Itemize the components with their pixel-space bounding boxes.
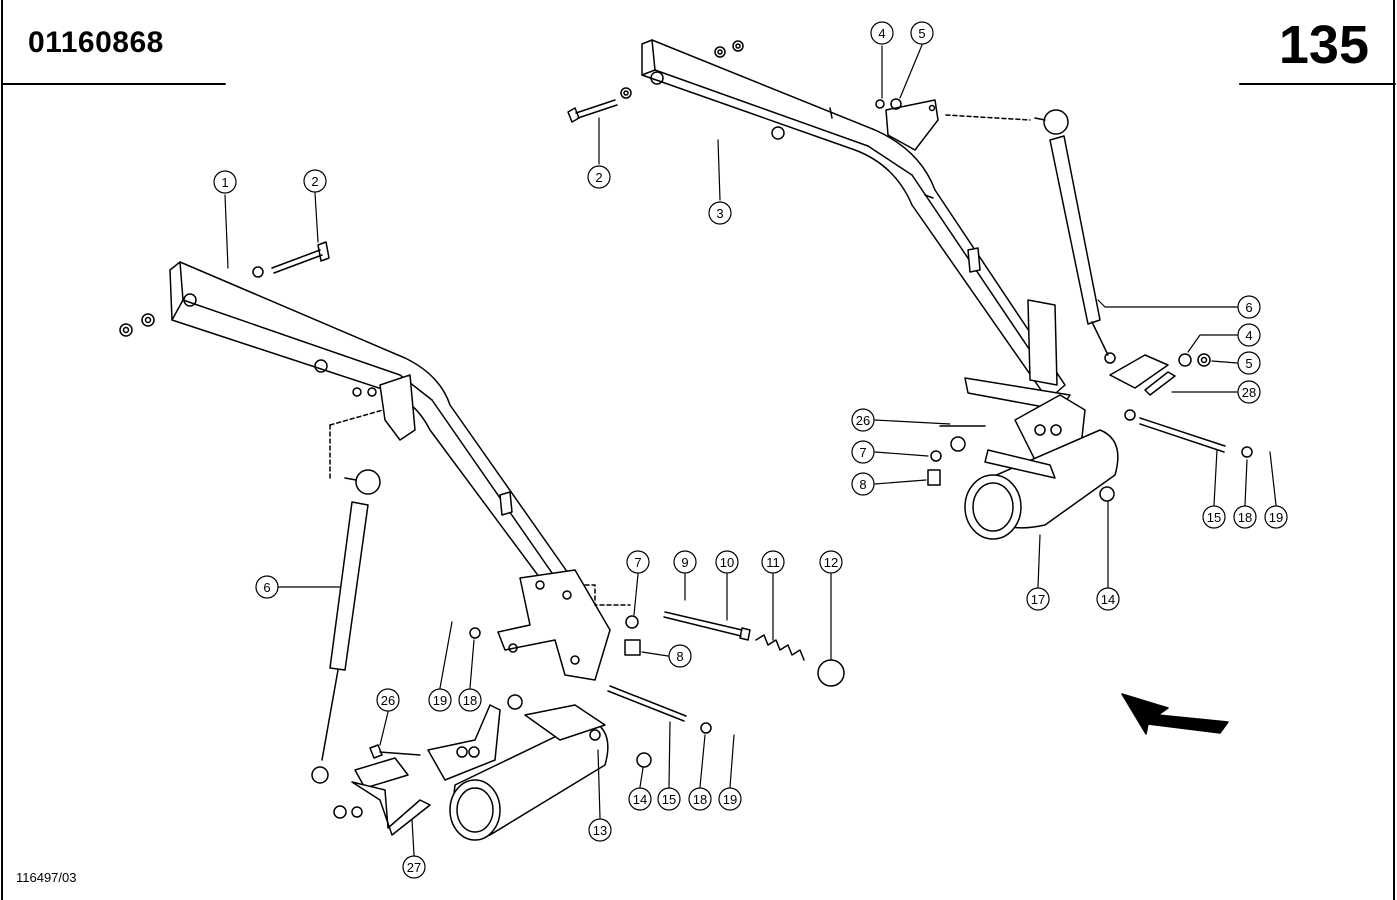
svg-text:15: 15 bbox=[662, 792, 676, 807]
callout-1: 1 bbox=[213, 170, 237, 194]
callout-2: 2 bbox=[303, 169, 327, 193]
svg-text:18: 18 bbox=[463, 693, 477, 708]
callout-27: 27 bbox=[402, 855, 426, 879]
svg-text:19: 19 bbox=[723, 792, 737, 807]
callout-3: 3 bbox=[708, 201, 732, 225]
callout-8: 8 bbox=[668, 644, 692, 668]
svg-text:27: 27 bbox=[407, 860, 421, 875]
svg-text:1: 1 bbox=[221, 175, 228, 190]
svg-text:7: 7 bbox=[859, 445, 866, 460]
callout-7: 7 bbox=[626, 550, 650, 574]
document-code: 116497/03 bbox=[16, 870, 77, 885]
svg-text:4: 4 bbox=[1245, 328, 1252, 343]
svg-text:6: 6 bbox=[263, 580, 270, 595]
svg-text:14: 14 bbox=[1101, 592, 1115, 607]
right-frame-arm bbox=[641, 39, 1071, 411]
callout-18: 18 bbox=[1233, 505, 1257, 529]
svg-text:4: 4 bbox=[878, 26, 885, 41]
part-number: 01160868 bbox=[28, 26, 164, 59]
callout-6: 6 bbox=[1237, 295, 1261, 319]
callout-5: 5 bbox=[1237, 351, 1261, 375]
left-frame-arm bbox=[169, 261, 611, 681]
callout-5: 5 bbox=[910, 21, 934, 45]
svg-text:28: 28 bbox=[1242, 385, 1256, 400]
direction-arrow-icon bbox=[1121, 693, 1229, 735]
callout-4: 4 bbox=[1237, 323, 1261, 347]
svg-text:19: 19 bbox=[1269, 510, 1283, 525]
callout-15: 15 bbox=[1202, 505, 1226, 529]
left-gas-strut bbox=[311, 469, 381, 784]
svg-text:7: 7 bbox=[634, 555, 641, 570]
callout-10: 10 bbox=[715, 550, 739, 574]
spring-pin-assembly bbox=[584, 584, 845, 687]
svg-text:11: 11 bbox=[766, 555, 780, 570]
svg-text:3: 3 bbox=[716, 206, 723, 221]
page-number: 135 bbox=[1278, 15, 1369, 75]
svg-text:5: 5 bbox=[1245, 356, 1252, 371]
callout-19: 19 bbox=[718, 787, 742, 811]
svg-text:12: 12 bbox=[824, 555, 838, 570]
svg-text:8: 8 bbox=[676, 649, 683, 664]
svg-text:2: 2 bbox=[595, 170, 602, 185]
callout-19: 19 bbox=[1264, 505, 1288, 529]
callout-6: 6 bbox=[255, 575, 279, 599]
callout-11: 11 bbox=[761, 550, 785, 574]
svg-text:8: 8 bbox=[859, 477, 866, 492]
callout-26: 26 bbox=[851, 408, 875, 432]
right-clamp-bracket bbox=[1109, 353, 1211, 396]
callout-12: 12 bbox=[819, 550, 843, 574]
svg-text:9: 9 bbox=[681, 555, 688, 570]
callout-28: 28 bbox=[1237, 380, 1261, 404]
callout-17: 17 bbox=[1026, 587, 1050, 611]
callout-13: 13 bbox=[588, 818, 612, 842]
right-pivot-tube bbox=[927, 394, 1253, 540]
right-gas-strut bbox=[945, 109, 1116, 364]
svg-text:18: 18 bbox=[693, 792, 707, 807]
svg-text:26: 26 bbox=[856, 413, 870, 428]
callout-18: 18 bbox=[688, 787, 712, 811]
callout-8: 8 bbox=[851, 472, 875, 496]
left-arm-hardware bbox=[119, 241, 384, 479]
svg-text:17: 17 bbox=[1031, 592, 1045, 607]
right-arm-hardware bbox=[567, 40, 902, 123]
svg-text:5: 5 bbox=[918, 26, 925, 41]
svg-text:2: 2 bbox=[311, 174, 318, 189]
callout-15: 15 bbox=[657, 787, 681, 811]
svg-text:13: 13 bbox=[593, 823, 607, 838]
svg-text:15: 15 bbox=[1207, 510, 1221, 525]
callout-7: 7 bbox=[851, 440, 875, 464]
svg-text:19: 19 bbox=[433, 693, 447, 708]
svg-text:6: 6 bbox=[1245, 300, 1252, 315]
callout-14: 14 bbox=[628, 787, 652, 811]
callouts: 1 2 2 3 4 5 6 4 5 28 bbox=[213, 21, 1288, 879]
left-pivot-assembly bbox=[333, 627, 712, 841]
callout-14: 14 bbox=[1096, 587, 1120, 611]
callout-2: 2 bbox=[587, 165, 611, 189]
svg-text:18: 18 bbox=[1238, 510, 1252, 525]
callout-18: 18 bbox=[458, 688, 482, 712]
svg-text:26: 26 bbox=[381, 693, 395, 708]
callout-9: 9 bbox=[673, 550, 697, 574]
callout-4: 4 bbox=[870, 21, 894, 45]
callout-26: 26 bbox=[376, 688, 400, 712]
svg-text:10: 10 bbox=[720, 555, 734, 570]
callout-19: 19 bbox=[428, 688, 452, 712]
svg-text:14: 14 bbox=[633, 792, 647, 807]
